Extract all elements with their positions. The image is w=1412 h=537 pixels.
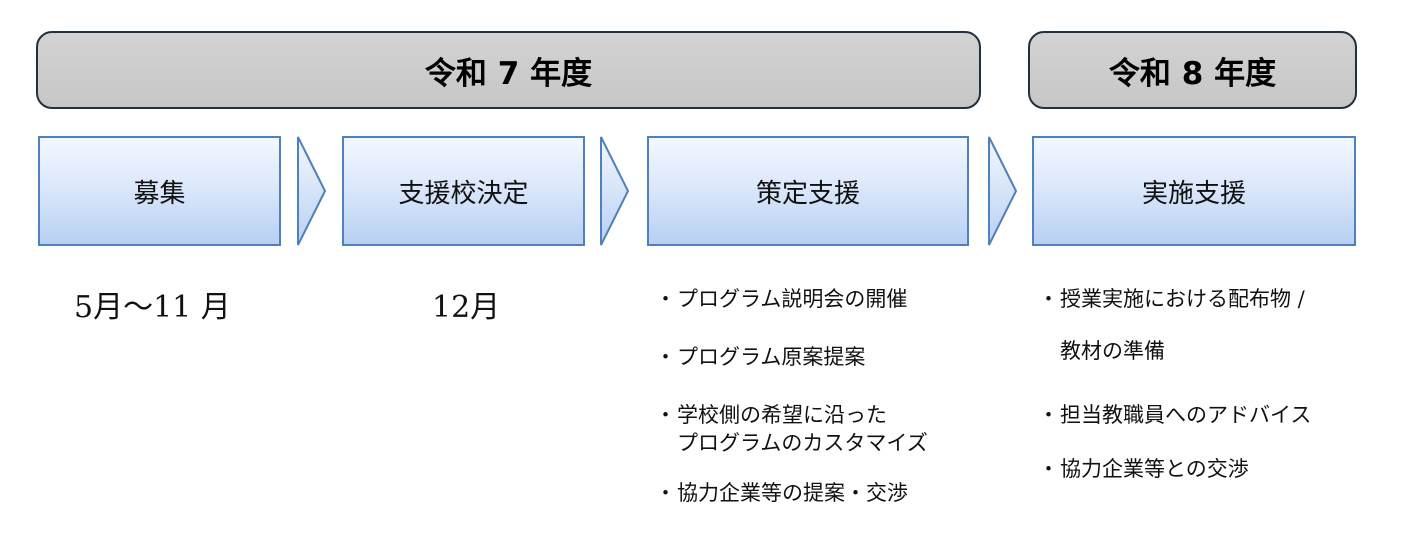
planning-support-list: ・ プログラム説明会の開催 ・ プログラム原案提案 ・ 学校側の希望に沿った プ…	[655, 285, 928, 537]
list-item: ・ 協力企業等の提案・交渉	[655, 479, 928, 507]
step-planning-support: 策定支援	[647, 136, 969, 246]
bullet-mark: ・	[1038, 457, 1059, 481]
bullet-mark: ・	[1038, 287, 1059, 311]
period-recruitment: 5月～11 月	[74, 290, 231, 325]
list-item: ・ 授業実施における配布物 / 教材の準備	[1038, 285, 1311, 377]
year-banner-reiwa-7: 令和 7 年度	[36, 31, 981, 109]
step-label: 実施支援	[1141, 178, 1246, 209]
step-recruitment: 募集	[38, 136, 281, 246]
step-school-selection: 支援校決定	[342, 136, 585, 246]
list-item: ・ 協力企業等との交渉	[1038, 455, 1311, 483]
year-label: 令和 7 年度	[424, 55, 593, 92]
chevron-right-icon	[988, 136, 1018, 246]
list-item: ・ プログラム説明会の開催	[655, 285, 928, 313]
period-school-selection: 12月	[432, 290, 501, 325]
list-item-text: プログラム原案提案	[677, 345, 866, 369]
chevron-right-icon	[297, 136, 327, 246]
list-item-text: 学校側の希望に沿った プログラムのカスタマイズ	[677, 403, 928, 455]
step-implementation-support: 実施支援	[1032, 136, 1356, 246]
step-label: 策定支援	[755, 178, 860, 209]
list-item-text: 授業実施における配布物 / 教材の準備	[1060, 287, 1305, 363]
list-item-text: 担当教職員へのアドバイス	[1060, 403, 1312, 427]
bullet-mark: ・	[1038, 403, 1059, 427]
list-item: ・ 担当教職員へのアドバイス	[1038, 401, 1311, 429]
list-item-text: プログラム説明会の開催	[677, 287, 908, 311]
list-item-text: 協力企業等の提案・交渉	[677, 481, 908, 505]
bullet-mark: ・	[655, 287, 676, 311]
chevron-right-icon	[600, 136, 630, 246]
bullet-mark: ・	[655, 481, 676, 505]
implementation-support-list: ・ 授業実施における配布物 / 教材の準備 ・ 担当教職員へのアドバイス ・ 協…	[1038, 285, 1311, 509]
year-label: 令和 8 年度	[1108, 55, 1277, 92]
bullet-mark: ・	[655, 403, 676, 427]
year-banner-reiwa-8: 令和 8 年度	[1028, 31, 1357, 109]
step-label: 募集	[133, 178, 186, 209]
bullet-mark: ・	[655, 345, 676, 369]
list-item: ・ プログラム原案提案	[655, 343, 928, 371]
list-item: ・ 学校側の希望に沿った プログラムのカスタマイズ	[655, 401, 928, 457]
step-label: 支援校決定	[398, 178, 529, 209]
list-item-text: 協力企業等との交渉	[1060, 457, 1249, 481]
